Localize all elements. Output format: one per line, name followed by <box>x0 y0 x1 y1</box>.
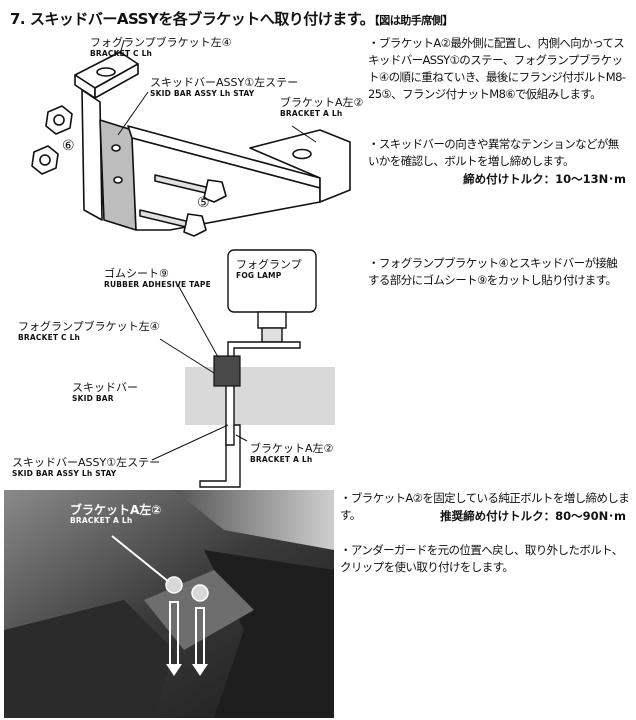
instruction-step-5: ・アンダーガードを元の位置へ戻し、取り外したボルト、クリップを使い取り付けをしま… <box>340 543 623 574</box>
d2-bracket-c-label: フォグランプブラケット左④ BRACKET C Lh <box>18 320 160 343</box>
d2-fog-lamp-label: フォグランプ FOG LAMP <box>236 258 302 281</box>
photo-bracket-a-label: ブラケットA左② BRACKET A Lh <box>70 503 162 525</box>
photo-scene <box>4 490 334 718</box>
d1-nut-number: ⑥ <box>62 138 75 154</box>
instruction-step-1: ・ブラケットA②最外側に配置し、内側へ向かってスキッドバーASSY①のステー、フ… <box>368 36 626 101</box>
instruction-step-3: ・フォグランプブラケット④とスキッドバーが接触する部分にゴムシート⑨をカットし貼… <box>368 256 618 287</box>
d2-stay-label: スキッドバーASSY①左ステー SKID BAR ASSY Lh STAY <box>12 456 161 479</box>
page-title: 7. スキッドバーASSYを各ブラケットへ取り付けます。【図は助手席側】 <box>10 8 453 29</box>
installation-photo: ブラケットA左② BRACKET A Lh <box>4 490 334 718</box>
d1-bracket-a-label: ブラケットA左② BRACKET A Lh <box>280 96 364 119</box>
d1-stay-label: スキッドバーASSY①左ステー SKID BAR ASSY Lh STAY <box>150 76 299 99</box>
skid-bar-shape <box>185 367 335 425</box>
rubber-tape-shape <box>213 355 241 387</box>
instruction-step-4: ・ブラケットA②を固定している純正ボルトを増し締めします。 <box>340 491 630 522</box>
d2-skid-bar-label: スキッドバー SKID BAR <box>72 381 138 404</box>
instruction-step-2: ・スキッドバーの向きや異常なテンションなどが無いかを確認し、ボルトを増し締めしま… <box>368 137 619 168</box>
title-sub: 【図は助手席側】 <box>374 14 453 27</box>
d1-bracket-c-label: フォグランプブラケット左④ BRACKET C Lh <box>90 36 232 59</box>
cross-section-diagram <box>151 249 335 488</box>
torque-spec-2: 推奨締め付けトルク：80～90N･m <box>440 509 626 523</box>
d2-rubber-label: ゴムシート⑨ RUBBER ADHESIVE TAPE <box>104 267 211 290</box>
title-main: 7. スキッドバーASSYを各ブラケットへ取り付けます。 <box>10 10 375 28</box>
torque-spec-1: 締め付けトルク：10～13N･m <box>463 172 626 186</box>
d1-bolt-number: ⑤ <box>197 195 210 211</box>
d2-bracket-a-label: ブラケットA左② BRACKET A Lh <box>250 442 334 465</box>
bracket-assembly-diagram <box>31 39 351 237</box>
